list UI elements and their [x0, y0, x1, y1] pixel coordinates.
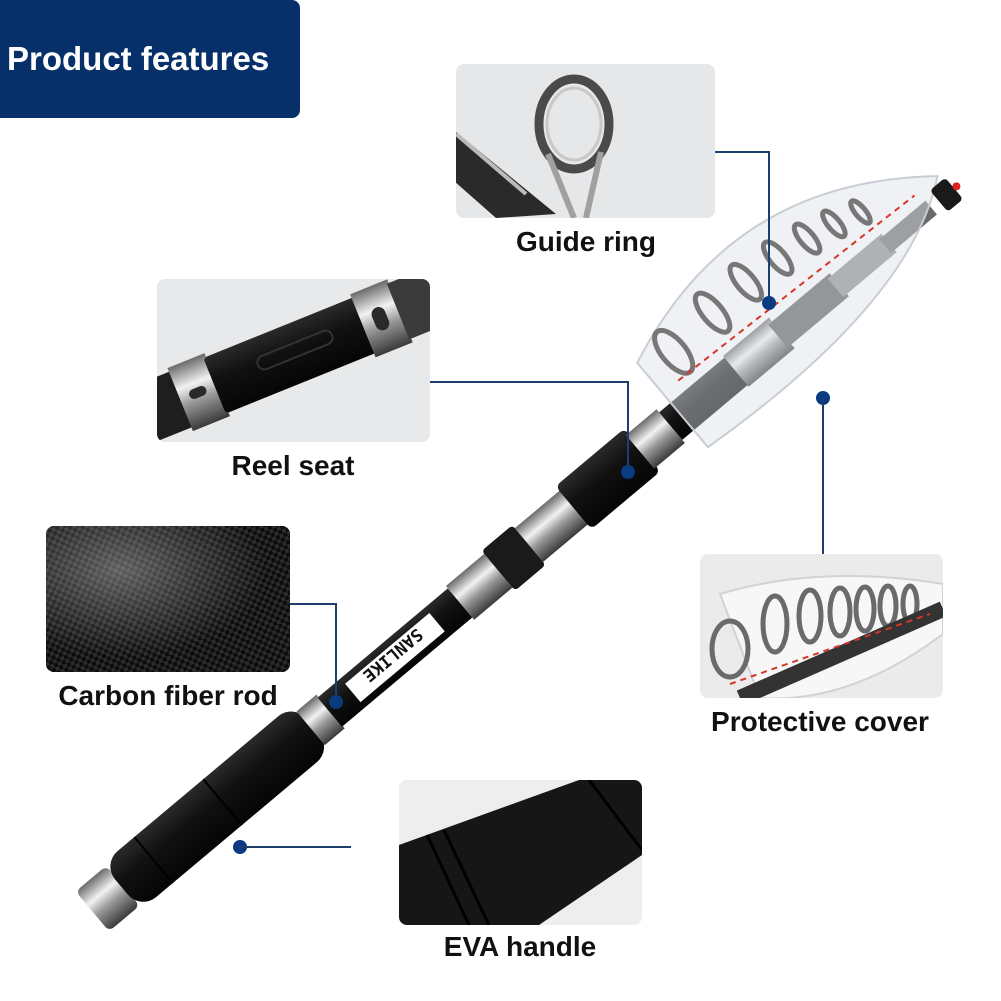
- guide-ring-label: Guide ring: [516, 226, 656, 257]
- reel-seat-icon: [157, 279, 430, 441]
- carbon-fiber-texture-icon: [46, 526, 290, 672]
- carbon-fiber-connector-vertical: [335, 603, 337, 702]
- eva-handle-icon: [399, 780, 642, 925]
- guide-ring-image: [456, 64, 715, 218]
- reel-seat-image: [157, 279, 430, 442]
- reel-seat-label: Reel seat: [231, 450, 355, 481]
- protective-cover-label: Protective cover: [711, 706, 929, 737]
- guide-ring-icon: [456, 74, 614, 218]
- guide-ring-connector: [715, 151, 770, 153]
- guide-ring-marker-dot: [762, 296, 776, 310]
- protective-cover-image: [700, 554, 943, 698]
- carbon-fiber-rod-label: Carbon fiber rod: [58, 680, 278, 711]
- eva-handle-image: [399, 780, 642, 925]
- reel-seat-connector-vertical: [627, 381, 629, 472]
- reel-seat-marker-dot: [621, 465, 635, 479]
- eva-handle-label: EVA handle: [443, 931, 597, 962]
- carbon-fiber-image: [46, 526, 290, 672]
- reel-seat-connector: [430, 381, 629, 383]
- eva-handle-connector: [240, 846, 351, 848]
- page-title: Product features: [7, 40, 270, 77]
- carbon-fiber-marker-dot: [329, 695, 343, 709]
- product-features-header: Product features: [0, 0, 300, 118]
- protective-cover-connector: [822, 398, 824, 554]
- protective-cover-icon: [709, 575, 943, 698]
- guide-ring-connector-vertical: [768, 151, 770, 303]
- carbon-fiber-connector: [290, 603, 337, 605]
